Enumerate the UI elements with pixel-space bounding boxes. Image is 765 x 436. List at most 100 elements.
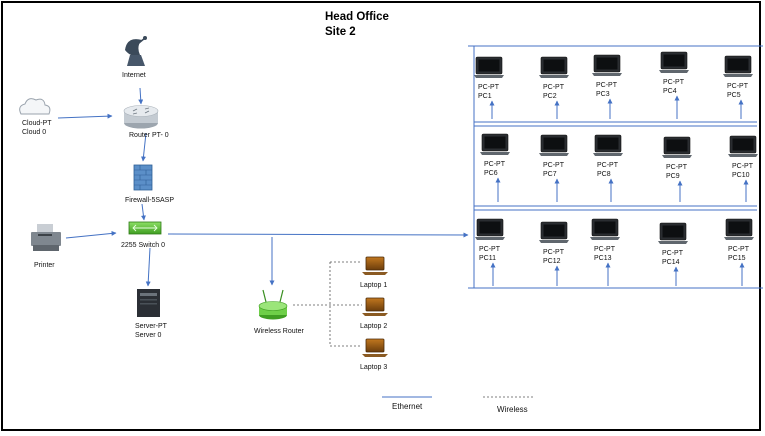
pc-name-label: PC4: [663, 88, 677, 95]
link-switch-server: [145, 247, 151, 287]
pc-monitor-icon: [659, 51, 689, 73]
pc-type-label: PC-PT: [543, 162, 565, 169]
pc-name-label: PC7: [543, 171, 557, 178]
pc-name-label: PC2: [543, 93, 557, 100]
pc-pc3[interactable]: PC-PT PC3: [592, 54, 622, 119]
pc-name-label: PC14: [662, 259, 680, 266]
pc-type-label: PC-PT: [597, 162, 619, 169]
pc-name-label: PC6: [484, 170, 498, 177]
title-line-2: Site 2: [325, 26, 356, 38]
pc-lan-block: PC-PTPC1PC-PTPC2PC-PTPC3PC-PTPC4PC-PTPC5…: [468, 45, 763, 289]
pc-monitor-icon: [480, 133, 510, 155]
router-icon[interactable]: [123, 105, 159, 129]
wireless-router-icon[interactable]: [258, 289, 288, 320]
satellite-dish-icon[interactable]: [125, 36, 147, 66]
pc-name-label: PC8: [597, 171, 611, 178]
pc-pc15[interactable]: PC-PT PC15: [724, 218, 754, 286]
pc-type-label: PC-PT: [543, 249, 565, 256]
pc-pc7[interactable]: PC-PT PC7: [539, 134, 569, 202]
switch-icon[interactable]: [128, 221, 162, 235]
pc-name-label: PC12: [543, 258, 561, 265]
pc-pc14[interactable]: PC-PT PC14: [658, 222, 688, 286]
router-label: Router PT- 0: [129, 132, 169, 139]
pc-type-label: PC-PT: [662, 250, 684, 257]
pc-pc6[interactable]: PC-PT PC6: [480, 133, 510, 202]
pc-name-label: PC9: [666, 173, 680, 180]
pc-type-label: PC-PT: [666, 164, 688, 171]
legend-ethernet-label: Ethernet: [392, 402, 423, 411]
ethernet-links: [57, 87, 469, 287]
pc-name-label: PC3: [596, 91, 610, 98]
laptop-1-label: Laptop 1: [360, 282, 387, 289]
pc-name-label: PC11: [479, 255, 496, 262]
pc-type-label: PC-PT: [596, 82, 618, 89]
pc-monitor-icon: [590, 218, 620, 240]
server-icon[interactable]: [137, 289, 160, 317]
legend: Ethernet Wireless: [382, 396, 533, 414]
diagram-frame: [1, 1, 761, 431]
laptop-icon: [362, 297, 388, 316]
pc-type-label: PC-PT: [594, 246, 616, 253]
pc-monitor-icon: [593, 134, 623, 156]
pc-name-label: PC1: [478, 93, 492, 100]
switch-label: 2255 Switch 0: [121, 242, 165, 249]
pc-monitor-icon: [475, 218, 505, 240]
pc-pc12[interactable]: PC-PT PC12: [539, 221, 569, 286]
pc-pc9[interactable]: PC-PT PC9: [662, 136, 692, 202]
pc-pc5[interactable]: PC-PT PC5: [723, 55, 753, 119]
server-label-1: Server-PT: [135, 323, 168, 330]
firewall-label: Firewall-5SASP: [125, 197, 174, 204]
pc-type-label: PC-PT: [728, 246, 750, 253]
laptop-3-label: Laptop 3: [360, 364, 387, 371]
legend-wireless-label: Wireless: [497, 405, 528, 414]
firewall-icon[interactable]: [133, 164, 153, 191]
pc-monitor-icon: [592, 54, 622, 76]
pc-pc10[interactable]: PC-PT PC10: [728, 135, 758, 202]
laptop-icon: [362, 338, 388, 357]
pc-name-label: PC5: [727, 92, 741, 99]
pc-grid: PC-PTPC1PC-PTPC2PC-PTPC3PC-PTPC4PC-PTPC5…: [474, 51, 758, 286]
pc-monitor-icon: [724, 218, 754, 240]
pc-monitor-icon: [539, 134, 569, 156]
cloud-label-1: Cloud-PT: [22, 120, 52, 127]
wireless-router-label: Wireless Router: [254, 328, 304, 335]
internet-label: Internet: [122, 72, 146, 79]
link-router-firewall: [140, 132, 147, 162]
pc-type-label: PC-PT: [663, 79, 685, 86]
pc-monitor-icon: [723, 55, 753, 77]
pc-monitor-icon: [658, 222, 688, 244]
cloud-icon[interactable]: [19, 98, 51, 115]
laptop-2-label: Laptop 2: [360, 323, 387, 330]
cloud-label-2: Cloud 0: [22, 129, 46, 136]
pc-monitor-icon: [662, 136, 692, 158]
printer-label: Printer: [34, 262, 55, 269]
pc-monitor-icon: [474, 56, 504, 78]
laptop-icon: [362, 256, 388, 275]
title-line-1: Head Office: [325, 11, 389, 23]
printer-icon[interactable]: [31, 224, 61, 251]
pc-name-label: PC15: [728, 255, 746, 262]
pc-type-label: PC-PT: [484, 161, 506, 168]
laptop-1[interactable]: Laptop 1: [360, 256, 388, 289]
pc-pc13[interactable]: PC-PT PC13: [590, 218, 620, 286]
laptop-3[interactable]: Laptop 3: [360, 338, 388, 371]
pc-type-label: PC-PT: [732, 163, 754, 170]
pc-monitor-icon: [539, 56, 569, 78]
pc-pc11[interactable]: PC-PT PC11: [475, 218, 505, 286]
pc-name-label: PC13: [594, 255, 612, 262]
pc-monitor-icon: [539, 221, 569, 243]
pc-type-label: PC-PT: [543, 84, 565, 91]
pc-type-label: PC-PT: [479, 246, 501, 253]
laptop-2[interactable]: Laptop 2: [360, 297, 388, 330]
link-firewall-switch: [140, 203, 146, 221]
link-switch-pc-lan: [167, 232, 469, 238]
pc-pc8[interactable]: PC-PT PC8: [593, 134, 623, 202]
pc-type-label: PC-PT: [727, 83, 749, 90]
pc-name-label: PC10: [732, 172, 750, 179]
wireless-links: [293, 261, 362, 347]
pc-monitor-icon: [728, 135, 758, 157]
pc-pc2[interactable]: PC-PT PC2: [539, 56, 569, 119]
pc-pc4[interactable]: PC-PT PC4: [659, 51, 689, 119]
